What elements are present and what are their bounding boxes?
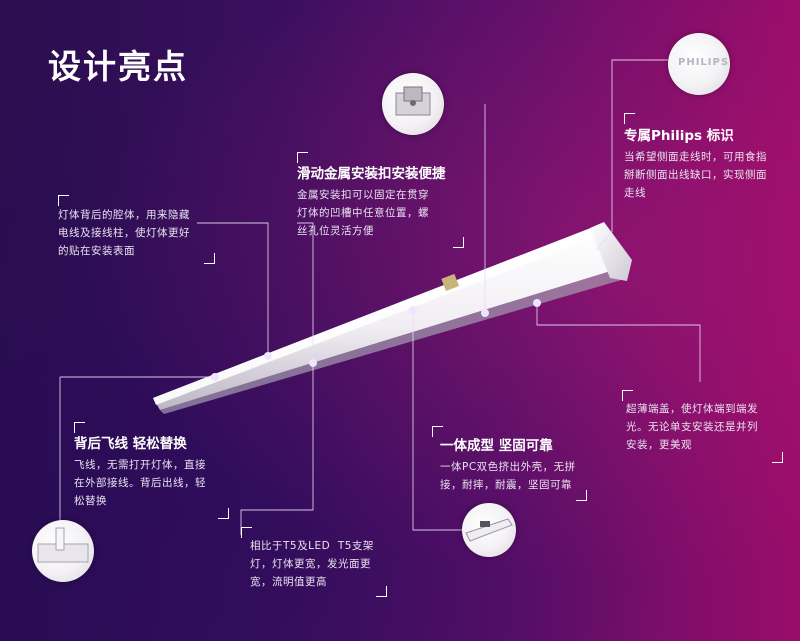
callout-slide-clip: 滑动金属安装扣安装便捷 金属安装扣可以固定在贯穿 灯体的凹槽中任意位置，螺 丝孔…	[297, 162, 446, 240]
zoom-rear-wire	[32, 520, 94, 582]
bracket-corner	[622, 390, 633, 401]
feature-dot	[309, 359, 317, 367]
metal-clip	[441, 273, 460, 292]
bracket-corner	[453, 237, 464, 248]
feature-dot	[211, 373, 219, 381]
feature-dot	[264, 352, 272, 360]
callout-cavity: 灯体背后的腔体，用来隐藏 电线及接线柱，使灯体更好 的贴在安装表面	[58, 206, 190, 260]
bracket-corner	[297, 152, 308, 163]
callout-cavity-body: 灯体背后的腔体，用来隐藏 电线及接线柱，使灯体更好 的贴在安装表面	[58, 209, 190, 257]
bracket-corner	[432, 426, 443, 437]
bracket-corner	[376, 586, 387, 597]
callout-philips-mark: 专属Philips 标识 当希望侧面走线时，可用食指 掰断侧面出线缺口，实现侧面…	[624, 124, 767, 202]
callout-philips-mark-title: 专属Philips 标识	[624, 128, 734, 144]
callout-one-piece: 一体成型 坚固可靠 一体PC双色挤出外壳，无拼 接，耐摔，耐震，坚固可靠	[440, 434, 576, 494]
philips-logo: PHILIPS	[678, 57, 730, 68]
bracket-corner	[241, 527, 252, 538]
pc-housing-icon	[465, 518, 513, 542]
connector-lines	[59, 59, 701, 535]
bracket-corner	[204, 253, 215, 264]
bracket-corner	[772, 452, 783, 463]
callout-compare: 相比于T5及LED T5支架 灯，灯体更宽，发光面更 宽，流明值更高	[250, 537, 374, 591]
zoom-philips-logo: PHILIPS	[668, 33, 730, 95]
bracket-corner	[576, 490, 587, 501]
zoom-metal-clip	[382, 73, 444, 135]
callout-rear-wire-body: 飞线，无需打开灯体，直接 在外部接线。背后出线，轻 松替换	[74, 459, 206, 507]
bracket-corner	[624, 113, 635, 124]
bracket-corner	[74, 422, 85, 433]
callout-end-cap: 超薄端盖，使灯体端到端发 光。无论单支安装还是并列 安装，更美观	[626, 400, 758, 454]
callout-slide-clip-title: 滑动金属安装扣安装便捷	[297, 166, 446, 182]
feature-dot	[533, 299, 541, 307]
callout-end-cap-body: 超薄端盖，使灯体端到端发 光。无论单支安装还是并列 安装，更美观	[626, 403, 758, 451]
lamp-tube	[153, 222, 632, 414]
page-title: 设计亮点	[48, 47, 188, 86]
zoom-pc-housing	[462, 503, 516, 557]
callout-philips-mark-body: 当希望侧面走线时，可用食指 掰断侧面出线缺口，实现侧面 走线	[624, 151, 767, 199]
feature-dots	[211, 299, 541, 381]
callout-one-piece-title: 一体成型 坚固可靠	[440, 438, 553, 454]
callout-compare-body: 相比于T5及LED T5支架 灯，灯体更宽，发光面更 宽，流明值更高	[250, 540, 374, 588]
metal-clip-icon	[395, 86, 431, 116]
callout-rear-wire-title: 背后飞线 轻松替换	[74, 436, 187, 452]
bracket-corner	[218, 508, 229, 519]
callout-rear-wire: 背后飞线 轻松替换 飞线，无需打开灯体，直接 在外部接线。背后出线，轻 松替换	[74, 432, 206, 510]
callout-one-piece-body: 一体PC双色挤出外壳，无拼 接，耐摔，耐震，坚固可靠	[440, 461, 576, 491]
bracket-corner	[58, 195, 69, 206]
rear-wire-icon	[37, 527, 89, 563]
feature-dot	[481, 309, 489, 317]
feature-dot	[409, 306, 417, 314]
callout-slide-clip-body: 金属安装扣可以固定在贯穿 灯体的凹槽中任意位置，螺 丝孔位灵活方便	[297, 189, 429, 237]
